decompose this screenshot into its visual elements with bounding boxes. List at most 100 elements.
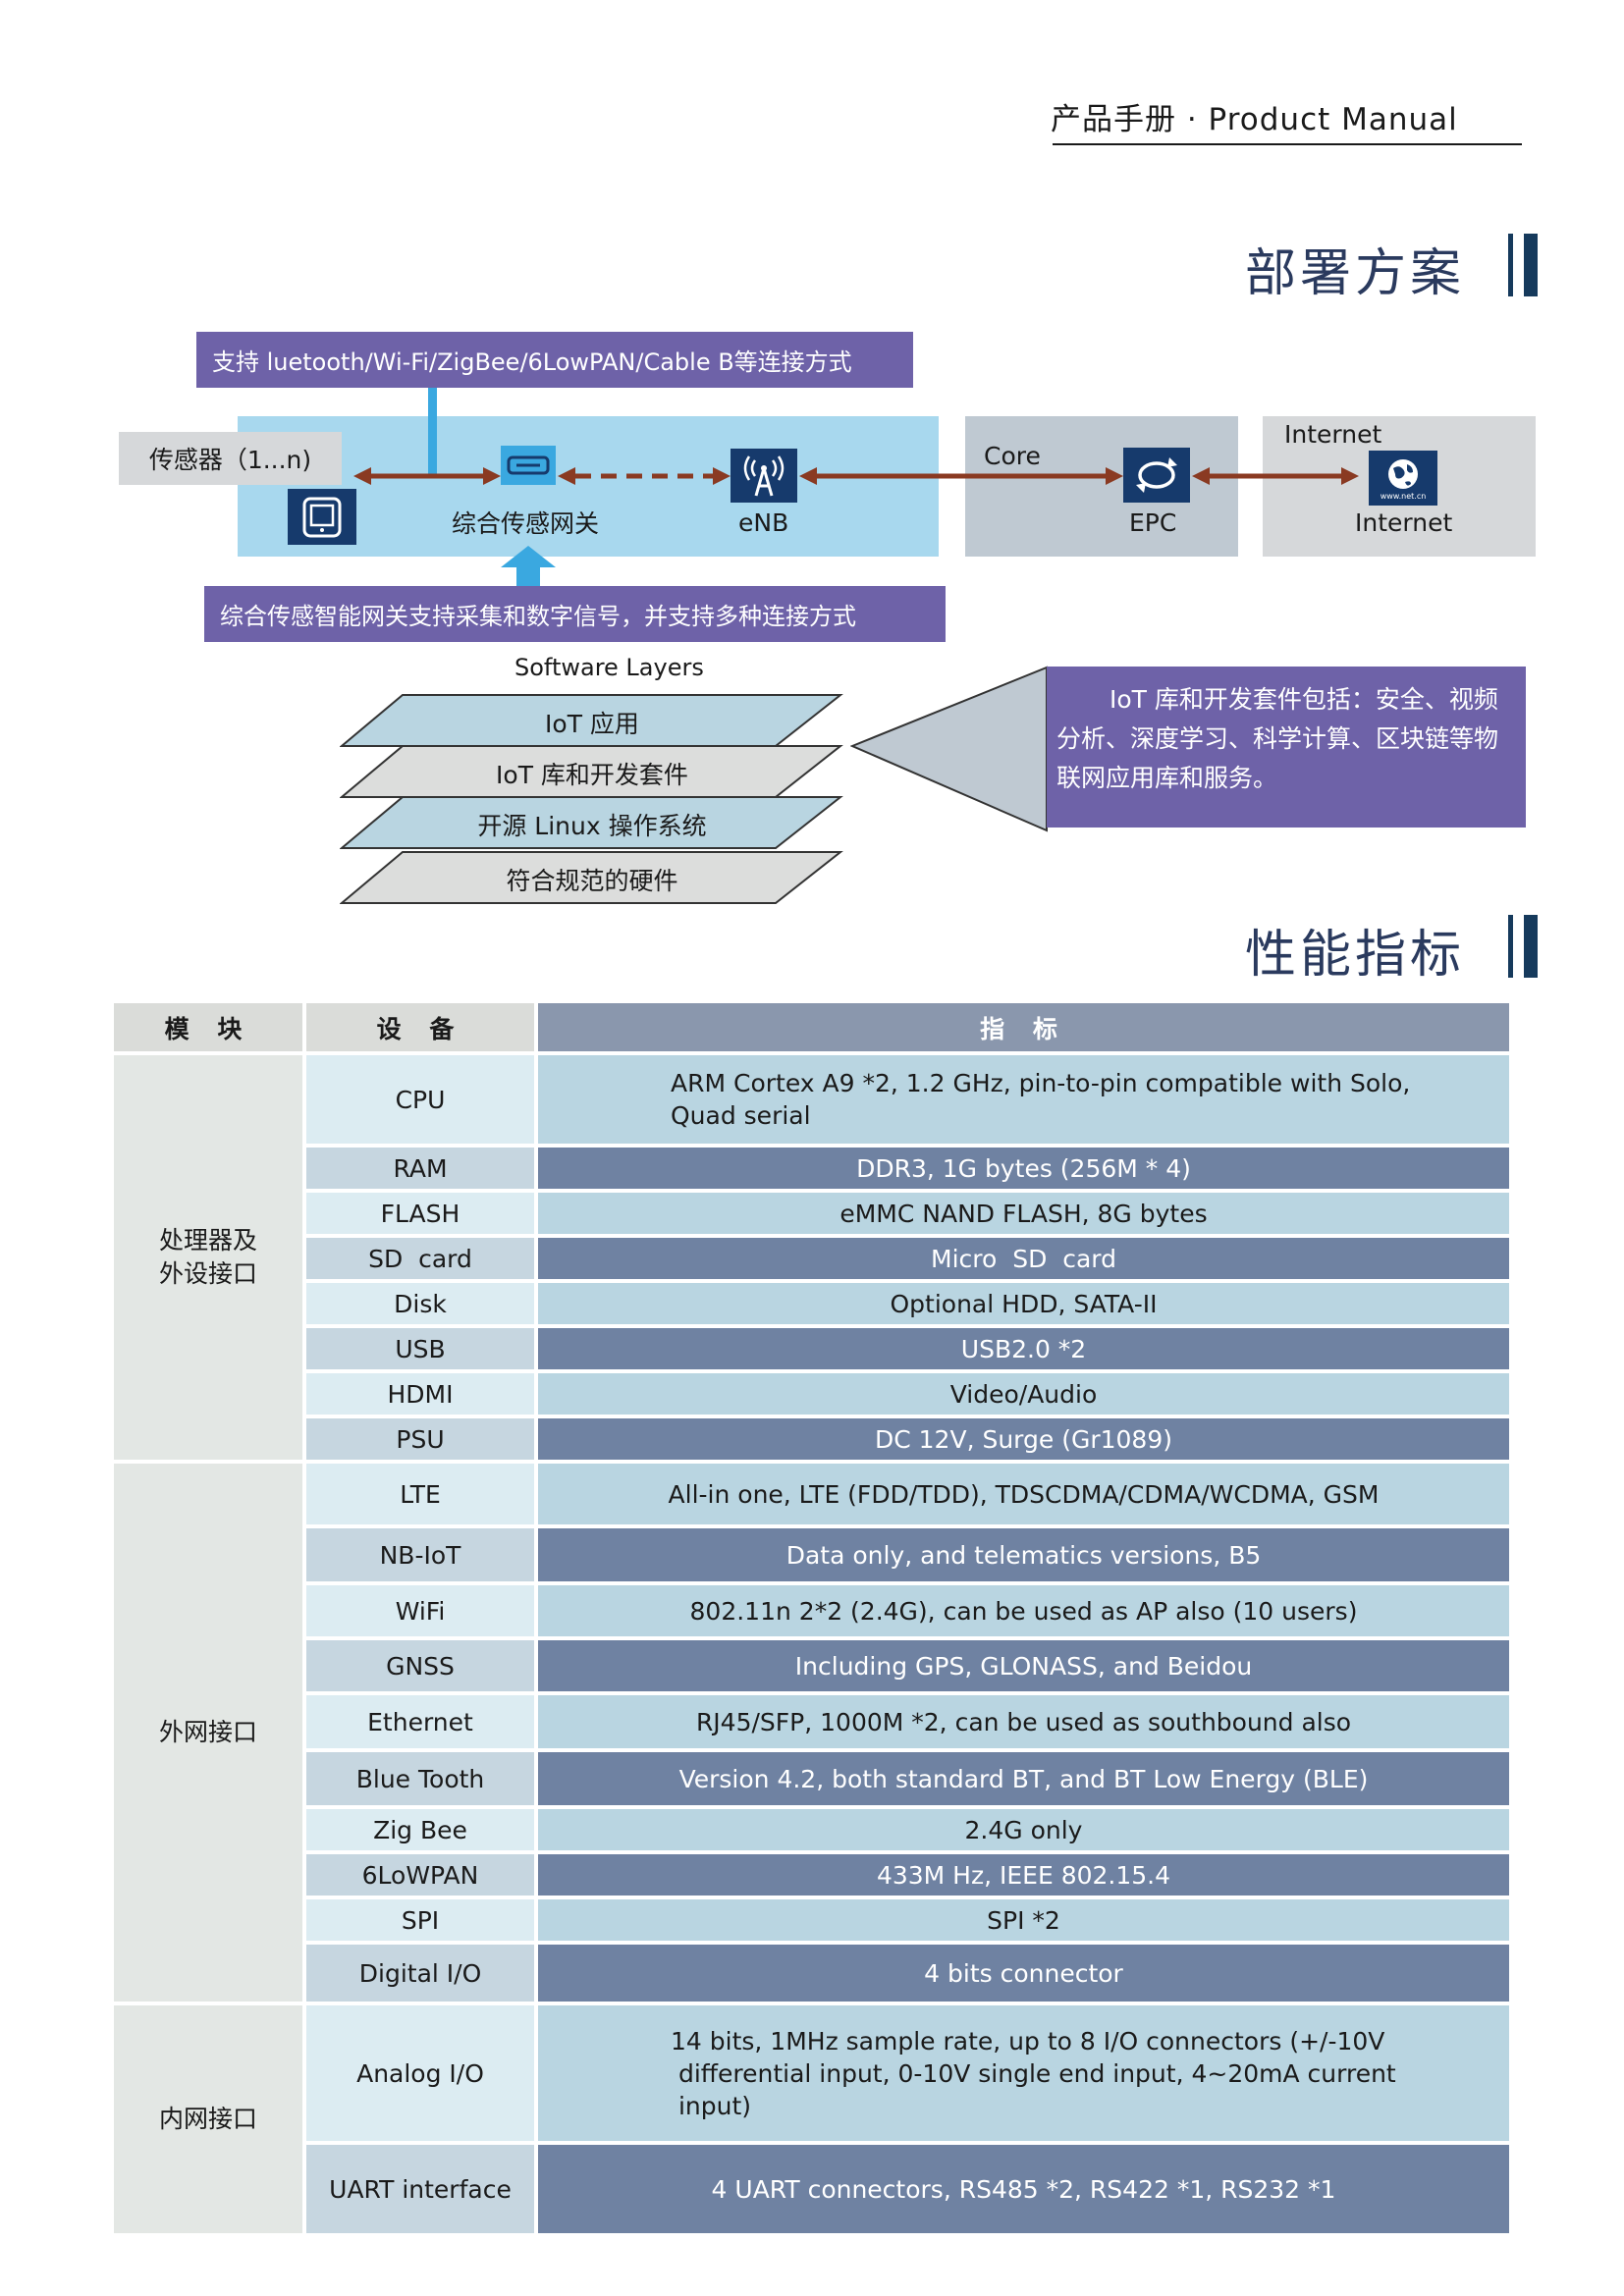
spec-cell: 4 bits connector (538, 1945, 1509, 2002)
spec-cell: 14 bits, 1MHz sample rate, up to 8 I/O c… (538, 2005, 1509, 2141)
callout-funnel (850, 666, 1048, 832)
header-title: 产品手册 · Product Manual (1051, 102, 1458, 137)
device-cell: Ethernet (306, 1695, 534, 1748)
spec-cell: 4 UART connectors, RS485 *2, RS422 *1, R… (538, 2145, 1509, 2233)
module-cell: 内网接口 (114, 2005, 302, 2233)
table-header-row: 模 块 设 备 指 标 (114, 1003, 1509, 1051)
antenna-icon (731, 449, 797, 503)
layer-linux: 开源 Linux 操作系统 (477, 812, 707, 840)
module-cell: 处理器及 外设接口 (114, 1055, 302, 1460)
internet-label: Internet (1355, 508, 1453, 537)
section-bar-thick-2 (1524, 915, 1538, 978)
device-cell: 6LoWPAN (306, 1854, 534, 1896)
spec-cell: DC 12V, Surge (Gr1089) (538, 1418, 1509, 1460)
device-cell: Blue Tooth (306, 1752, 534, 1805)
spec-cell: 433M Hz, IEEE 802.15.4 (538, 1854, 1509, 1896)
core-label: Core (984, 442, 1041, 470)
device-cell: PSU (306, 1418, 534, 1460)
device-cell: UART interface (306, 2145, 534, 2233)
sensor-box: 传感器（1...n) (119, 432, 342, 485)
device-cell: SD card (306, 1238, 534, 1279)
spec-cell: Micro SD card (538, 1238, 1509, 1279)
device-cell: LTE (306, 1464, 534, 1524)
section-bar-thick (1524, 234, 1538, 296)
spec-cell: USB2.0 *2 (538, 1328, 1509, 1369)
spec-cell: SPI *2 (538, 1899, 1509, 1941)
module-cell: 外网接口 (114, 1464, 302, 2002)
spec-cell: Video/Audio (538, 1373, 1509, 1415)
banner-connector (428, 388, 437, 476)
device-cell: SPI (306, 1899, 534, 1941)
epc-label: EPC (1129, 508, 1177, 537)
gateway-label: 综合传感网关 (452, 509, 600, 538)
internet-top-label: Internet (1284, 420, 1382, 449)
device-cell: WiFi (306, 1585, 534, 1636)
device-cell: Digital I/O (306, 1945, 534, 2002)
spec-cell: eMMC NAND FLASH, 8G bytes (538, 1193, 1509, 1234)
tablet-icon (288, 489, 356, 545)
device-cell: Analog I/O (306, 2005, 534, 2141)
enb-label: eNB (738, 508, 789, 537)
layer-iot-lib: IoT 库和开发套件 (496, 761, 688, 789)
section-title-performance: 性能指标 (1245, 926, 1466, 985)
device-cell: CPU (306, 1055, 534, 1144)
layer-iot-app: IoT 应用 (545, 710, 639, 738)
device-cell: Disk (306, 1283, 534, 1324)
gateway-banner: 综合传感智能网关支持采集和数字信号，并支持多种连接方式 (204, 586, 946, 642)
spec-cell: Data only, and telematics versions, B5 (538, 1528, 1509, 1581)
enb-epc-arrow (799, 467, 1123, 485)
core-panel (965, 416, 1238, 557)
device-cell: NB-IoT (306, 1528, 534, 1581)
gateway-icon (501, 446, 556, 485)
epc-icon (1123, 448, 1190, 503)
spec-cell: 802.11n 2*2 (2.4G), can be used as AP al… (538, 1585, 1509, 1636)
layer-hardware: 符合规范的硬件 (506, 867, 678, 895)
software-layers-title: Software Layers (514, 654, 704, 681)
spec-cell: Optional HDD, SATA-II (538, 1283, 1509, 1324)
device-cell: FLASH (306, 1193, 534, 1234)
header-spec: 指 标 (538, 1003, 1509, 1051)
device-cell: GNSS (306, 1640, 534, 1691)
section-title-deployment: 部署方案 (1245, 244, 1466, 303)
spec-cell: DDR3, 1G bytes (256M * 4) (538, 1148, 1509, 1189)
globe-caption: www.net.cn (1380, 491, 1427, 501)
device-cell: RAM (306, 1148, 534, 1189)
spec-cell: Including GPS, GLONASS, and Beidou (538, 1640, 1509, 1691)
header-device: 设 备 (306, 1003, 534, 1051)
section-bar-thin (1508, 234, 1513, 296)
spec-cell: All-in one, LTE (FDD/TDD), TDSCDMA/CDMA/… (538, 1464, 1509, 1524)
device-cell: HDMI (306, 1373, 534, 1415)
epc-internet-arrow (1192, 467, 1359, 485)
header-module: 模 块 (114, 1003, 302, 1051)
sensor-label: 传感器（1...n) (148, 446, 312, 474)
section-bar-thin-2 (1508, 915, 1513, 978)
software-layer-stack (340, 694, 843, 904)
spec-cell: 2.4G only (538, 1809, 1509, 1850)
device-cell: USB (306, 1328, 534, 1369)
spec-cell: ARM Cortex A9 *2, 1.2 GHz, pin-to-pin co… (538, 1055, 1509, 1144)
connect-banner: 支持 luetooth/Wi-Fi/ZigBee/6LowPAN/Cable B… (196, 332, 913, 388)
spec-cell: Version 4.2, both standard BT, and BT Lo… (538, 1752, 1509, 1805)
header-rule (1053, 143, 1522, 145)
gateway-up-arrow (501, 546, 556, 591)
